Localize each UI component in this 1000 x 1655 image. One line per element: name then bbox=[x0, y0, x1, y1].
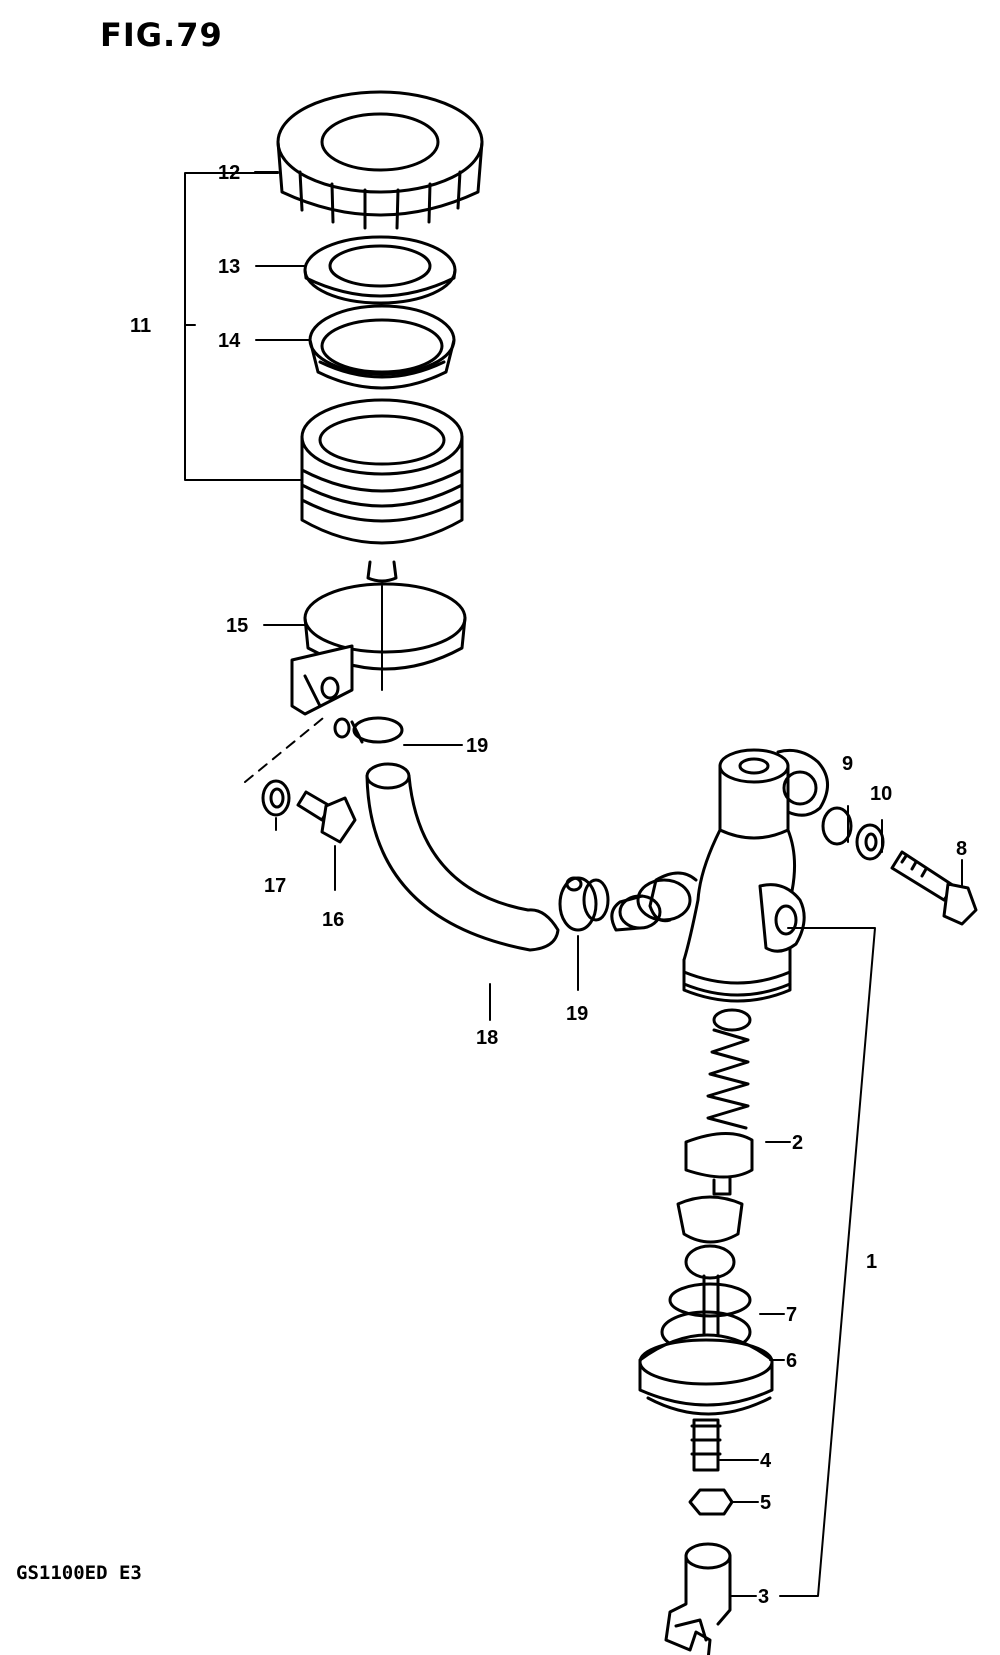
piston-cup-drawing bbox=[638, 1244, 774, 1416]
callout-17: 17 bbox=[264, 875, 286, 897]
callout-4: 4 bbox=[760, 1450, 772, 1472]
callout-5: 5 bbox=[760, 1492, 771, 1514]
callout-3: 3 bbox=[758, 1586, 769, 1608]
master-cylinder-body-drawing bbox=[610, 748, 829, 1003]
figure-title: FIG.79 bbox=[100, 16, 223, 54]
callout-8: 8 bbox=[956, 838, 967, 860]
reservoir-hose-drawing bbox=[365, 762, 560, 952]
lock-nut-drawing bbox=[688, 1488, 734, 1516]
callout-16: 16 bbox=[322, 909, 344, 931]
callout-11: 11 bbox=[130, 315, 151, 337]
diaphragm-plate-drawing bbox=[303, 235, 457, 305]
callout-12: 12 bbox=[218, 162, 240, 184]
hose-clamp-lower-drawing bbox=[558, 876, 610, 932]
diaphragm-drawing bbox=[308, 304, 456, 390]
callout-18: 18 bbox=[476, 1027, 498, 1049]
hose-clamp-upper-drawing bbox=[333, 716, 404, 744]
callout-19-upper: 19 bbox=[466, 735, 488, 757]
washer-9-drawing bbox=[821, 806, 853, 846]
callout-1: 1 bbox=[866, 1251, 877, 1273]
washer-17-drawing bbox=[261, 779, 291, 817]
callout-7: 7 bbox=[786, 1304, 797, 1326]
callout-15: 15 bbox=[226, 615, 248, 637]
callout-9: 9 bbox=[842, 753, 853, 775]
assembly-guide-line bbox=[244, 713, 329, 783]
callout-10: 10 bbox=[870, 783, 892, 805]
push-rod-drawing bbox=[690, 1418, 722, 1472]
callout-14: 14 bbox=[218, 330, 241, 352]
callout-19-lower: 19 bbox=[566, 1003, 588, 1025]
washer-10-drawing bbox=[855, 823, 885, 861]
reservoir-body-drawing bbox=[300, 398, 464, 691]
spring-piston-drawing bbox=[676, 1008, 754, 1244]
reservoir-bracket-drawing bbox=[290, 582, 467, 716]
reservoir-cap-drawing bbox=[276, 90, 484, 230]
leader-lines bbox=[184, 171, 963, 1597]
callout-13: 13 bbox=[218, 256, 240, 278]
callout-2: 2 bbox=[792, 1132, 803, 1154]
model-code: GS1100ED E3 bbox=[16, 1562, 142, 1584]
clevis-drawing bbox=[664, 1542, 732, 1655]
bolt-8-drawing bbox=[890, 850, 978, 926]
bolt-16-drawing bbox=[296, 790, 357, 844]
callout-6: 6 bbox=[786, 1350, 797, 1372]
